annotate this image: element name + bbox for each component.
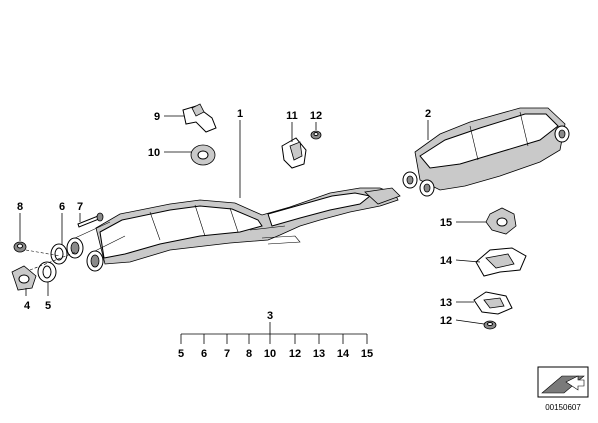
gasket-ring-part-5[interactable] xyxy=(37,261,57,283)
callout-1: 1 xyxy=(237,108,243,120)
callout-5: 5 xyxy=(45,300,51,312)
callout-12: 12 xyxy=(310,110,322,122)
callout-4: 4 xyxy=(24,300,31,312)
callout-8: 8 xyxy=(17,201,23,213)
rubber-mount-part-15[interactable] xyxy=(485,207,517,235)
callout-2: 2 xyxy=(425,108,431,120)
set-bracket-part-3 xyxy=(180,322,368,344)
front-exhaust-pipe-part-1[interactable] xyxy=(66,187,401,272)
set-item: 14 xyxy=(337,348,350,360)
bolt-part-7[interactable] xyxy=(77,212,104,228)
callout-14: 14 xyxy=(440,255,453,267)
set-item: 6 xyxy=(201,348,207,360)
callout-15: 15 xyxy=(440,217,452,229)
nut-part-12[interactable] xyxy=(310,130,322,140)
diagram-reference-icon xyxy=(537,366,589,398)
set-item: 10 xyxy=(264,348,276,360)
rear-silencer-part-2[interactable] xyxy=(402,107,570,197)
set-item: 5 xyxy=(178,348,184,360)
set-item: 7 xyxy=(224,348,230,360)
bracket-part-9[interactable] xyxy=(182,103,217,133)
set-item: 15 xyxy=(361,348,373,360)
callout-7: 7 xyxy=(77,201,83,213)
clamp-part-13[interactable] xyxy=(473,291,513,315)
callout-3: 3 xyxy=(267,310,273,322)
set-item: 13 xyxy=(313,348,325,360)
callout-10: 10 xyxy=(148,147,160,159)
nut-part-8[interactable] xyxy=(13,241,27,253)
diagram-code: 00150607 xyxy=(545,403,581,412)
hanger-part-11[interactable] xyxy=(281,137,307,169)
set-item: 8 xyxy=(246,348,252,360)
gasket-ring-part-6[interactable] xyxy=(50,243,68,265)
callout-6: 6 xyxy=(59,201,65,213)
leader-lines xyxy=(19,115,486,325)
nut-part-12-lower[interactable] xyxy=(483,320,497,330)
callout-9: 9 xyxy=(154,111,160,123)
set-item: 12 xyxy=(289,348,301,360)
rubber-mount-part-10[interactable] xyxy=(190,144,216,166)
callout-13: 13 xyxy=(440,297,452,309)
flange-part-4[interactable] xyxy=(11,265,37,291)
callout-11: 11 xyxy=(286,110,298,122)
callout-12-lower: 12 xyxy=(440,315,452,327)
bracket-part-14[interactable] xyxy=(475,247,527,277)
